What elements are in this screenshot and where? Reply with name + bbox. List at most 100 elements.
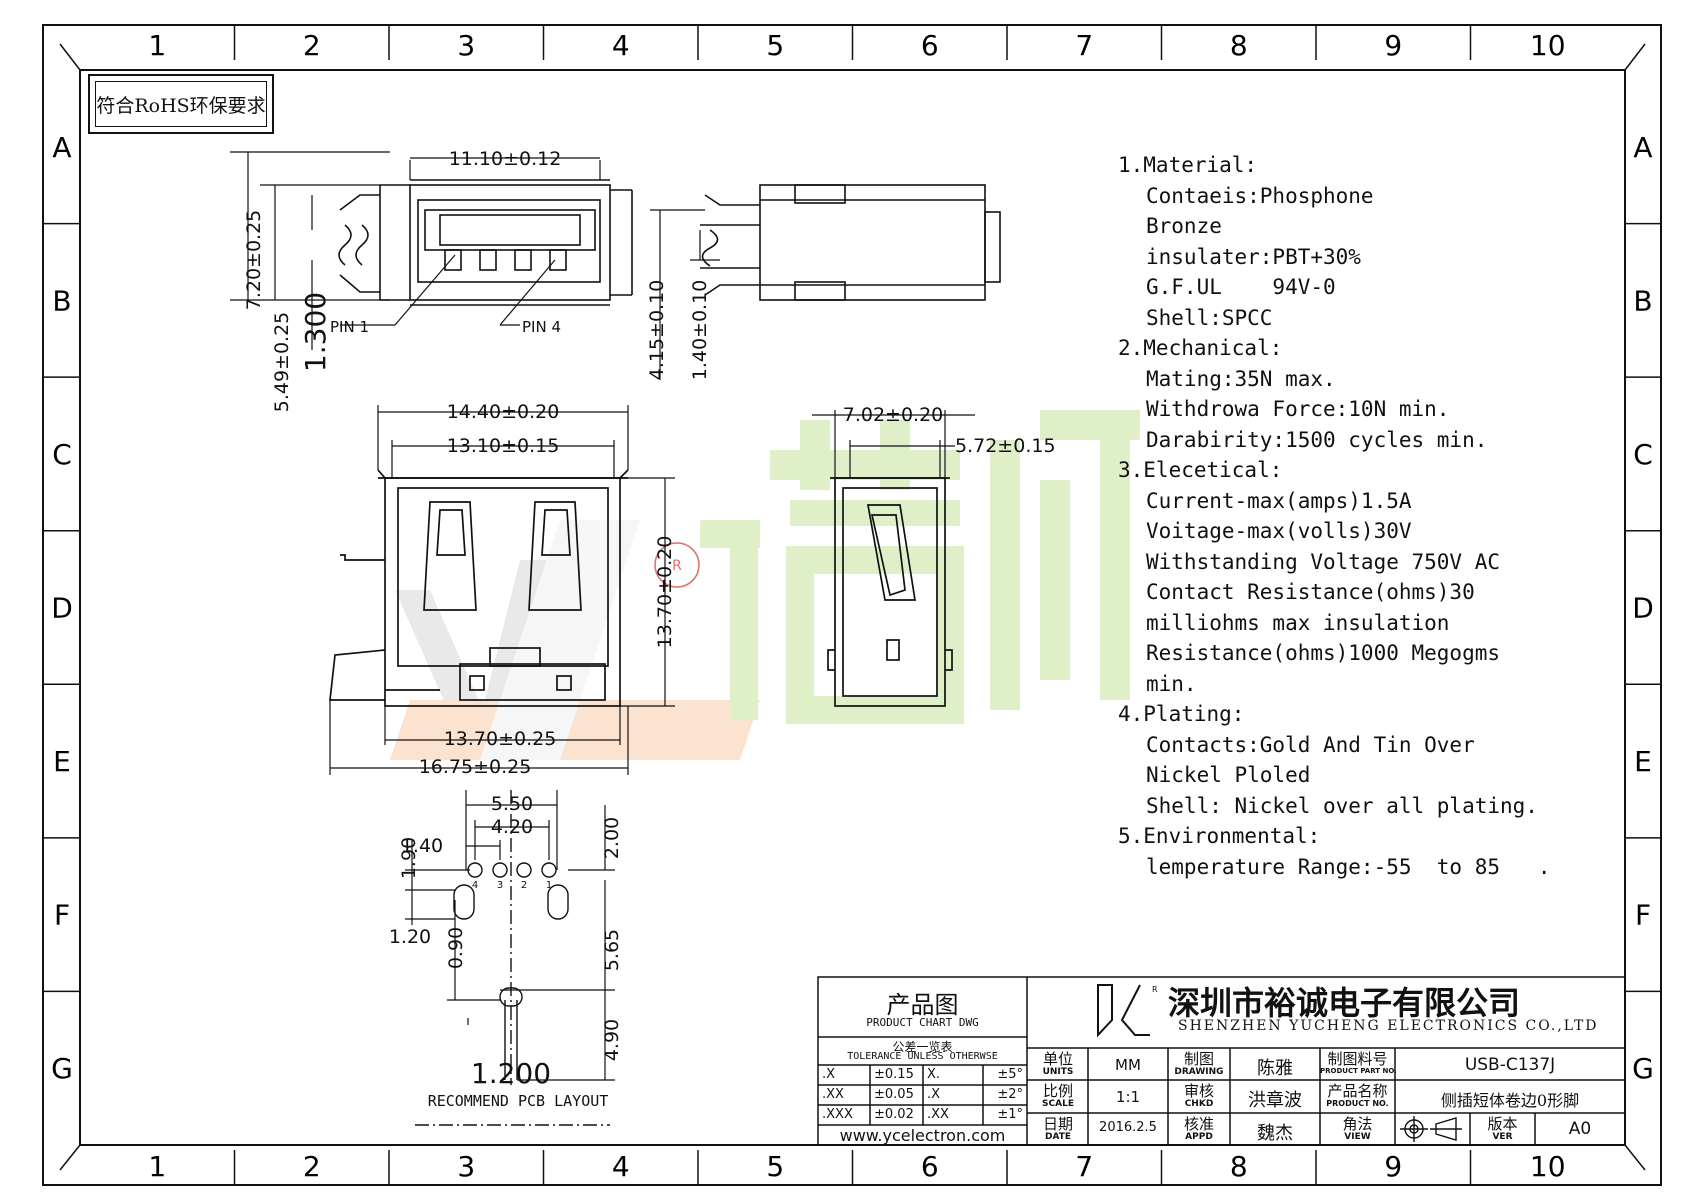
spec-line: lemperature Range:-55 to 85 . [1146, 854, 1551, 879]
tolerance-cell: ±0.02 [874, 1107, 914, 1122]
dim-4-20: 4.20 [491, 816, 533, 838]
scale-en: SCALE [1042, 1099, 1074, 1109]
dim-7-02: 7.02±0.20 [843, 404, 944, 426]
units-value: MM [1115, 1056, 1141, 1074]
spec-heading: 3.Elecetical: [1118, 458, 1283, 482]
tolerance-cn: 公差一览表 [892, 1040, 953, 1054]
spec-line: G.F.UL 94V-0 [1146, 275, 1336, 299]
spec-heading: 5.Environmental: [1118, 824, 1321, 848]
pcb-caption: RECOMMEND PCB LAYOUT [428, 1092, 609, 1110]
dim-1-300: 1.300 [299, 292, 332, 372]
rohs-compliance-box: 符合RoHS环保要求 [88, 74, 274, 134]
drawing-value: 陈雅 [1257, 1058, 1293, 1079]
pin-number-1: 1 [546, 880, 552, 891]
grid-col-label-bottom: 10 [1530, 1150, 1566, 1183]
grid-col-label-bottom: 1 [148, 1150, 166, 1183]
grid-col-label-bottom: 8 [1230, 1150, 1248, 1183]
tolerance-cell: ±0.05 [874, 1087, 914, 1102]
dim-0-90: 0.90 [445, 927, 467, 969]
pcb-layout [415, 790, 610, 1126]
units-cn: 单位 [1042, 1050, 1073, 1068]
grid-row-label-left: G [51, 1052, 73, 1085]
watermark-logo: R [390, 410, 1140, 760]
dim-11-10: 11.10±0.12 [449, 148, 562, 170]
drawing-en: DRAWING [1174, 1067, 1224, 1077]
dim-13-10: 13.10±0.15 [447, 435, 560, 457]
spec-heading: 1.Material: [1118, 153, 1258, 177]
grid-row-label-left: D [51, 592, 73, 625]
spec-line: Shell:SPCC [1146, 305, 1273, 330]
pin-number-4: 4 [472, 880, 478, 891]
rohs-label: 符合RoHS环保要求 [95, 81, 267, 127]
tolerance-cell: ±5° [997, 1067, 1023, 1082]
side-view-top [700, 184, 1001, 301]
spec-heading: 4.Plating: [1118, 702, 1245, 726]
dim-2-00: 2.00 [601, 817, 623, 859]
ver-cn: 版本 [1487, 1115, 1518, 1133]
dim-13-70-vert: 13.70±0.20 [654, 536, 676, 649]
pin1-label: PIN 1 [330, 318, 369, 336]
front-view-main-dims [329, 405, 675, 775]
grid-col-label-top: 1 [148, 29, 166, 62]
scale-value: 1:1 [1115, 1088, 1141, 1106]
grid-row-label-right: B [1633, 284, 1652, 317]
grid-col-label-top: 9 [1384, 29, 1402, 62]
company-name-en: SHENZHEN YUCHENG ELECTRONICS CO.,LTD [1178, 1018, 1599, 1034]
pin-number-2: 2 [521, 880, 527, 891]
grid-row-label-left: C [52, 438, 72, 471]
chkd-value: 洪章波 [1248, 1090, 1302, 1111]
grid-row-label-left: E [53, 745, 71, 778]
grid-col-label-bottom: 9 [1384, 1150, 1402, 1183]
spec-line: Current-max(amps)1.5A [1146, 488, 1412, 513]
date-cn: 日期 [1042, 1115, 1073, 1133]
svg-text:R: R [672, 558, 682, 574]
chkd-cn: 审核 [1183, 1082, 1214, 1100]
dim-4-15: 4.15±0.10 [646, 280, 668, 381]
view-cn: 角法 [1342, 1115, 1373, 1133]
partno-value: USB-C137J [1464, 1055, 1556, 1075]
tolerance-cell: .X [927, 1087, 941, 1102]
pname-cn: 产品名称 [1327, 1082, 1388, 1100]
tolerance-cell: ±2° [997, 1087, 1023, 1102]
pin4-label: PIN 4 [522, 318, 561, 336]
pin-number-3: 3 [497, 880, 503, 891]
partno-cn: 制图料号 [1327, 1050, 1388, 1068]
projection-symbol [1400, 1116, 1462, 1142]
spec-line: Voitage-max(volls)30V [1146, 519, 1412, 543]
svg-text:R: R [1152, 985, 1158, 994]
grid-col-label-top: 6 [921, 29, 939, 62]
dim-5-65: 5.65 [601, 929, 623, 971]
grid-col-label-top: 8 [1230, 29, 1248, 62]
side-view-main [827, 477, 953, 707]
grid-row-label-right: C [1633, 438, 1653, 471]
dim-5-50: 5.50 [491, 793, 533, 815]
ver-en: VER [1492, 1132, 1513, 1142]
spec-line: Withdrowa Force:10N min. [1146, 397, 1450, 421]
spec-line: Mating:35N max. [1146, 366, 1336, 391]
units-en: UNITS [1042, 1067, 1074, 1077]
grid-ticks [43, 25, 1661, 1185]
grid-col-label-bottom: 3 [457, 1150, 475, 1183]
pcb-dims [405, 790, 615, 1081]
dim-1-20: 1.20 [389, 926, 431, 948]
grid-col-label-bottom: 5 [766, 1150, 784, 1183]
grid-col-label-bottom: 7 [1075, 1150, 1093, 1183]
chkd-en: CHKD [1184, 1099, 1214, 1109]
grid-col-label-bottom: 6 [921, 1150, 939, 1183]
grid-col-label-top: 3 [457, 29, 475, 62]
chart-en: PRODUCT CHART DWG [866, 1016, 979, 1029]
spec-line: Resistance(ohms)1000 Megogms [1146, 641, 1501, 665]
dim-14-40: 14.40±0.20 [447, 401, 560, 423]
front-view-main [329, 469, 629, 707]
grid-col-label-top: 10 [1530, 29, 1566, 62]
dim-5-49: 5.49±0.25 [271, 312, 293, 413]
grid-row-label-left: F [54, 899, 70, 932]
grid-col-label-top: 7 [1075, 29, 1093, 62]
spec-line: Bronze [1146, 214, 1222, 238]
grid-row-label-right: F [1635, 899, 1651, 932]
spec-line: Nickel Ploled [1146, 763, 1311, 787]
tolerance-cell: ±0.15 [874, 1067, 914, 1082]
pname-en: PRODUCT NO. [1326, 1099, 1389, 1108]
chart-cn: 产品图 [886, 991, 959, 1019]
